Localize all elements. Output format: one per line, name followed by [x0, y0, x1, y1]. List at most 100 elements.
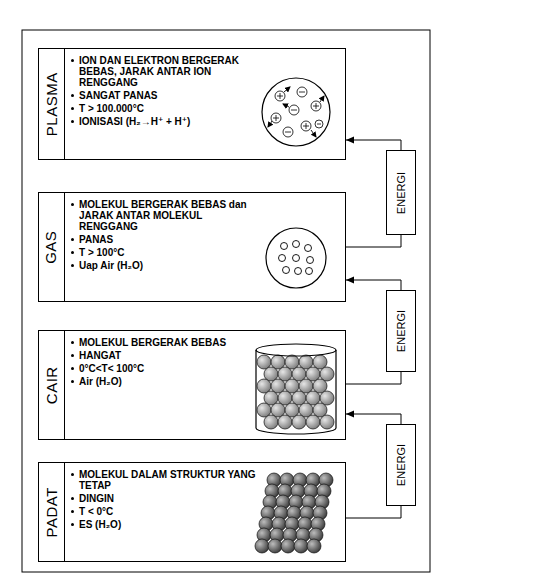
- plasma-illustration-part-part: [291, 110, 297, 111]
- plasma-illustration-part-part: [317, 124, 321, 125]
- bullet-dot: [71, 354, 74, 357]
- gas-illustration-part-part: [279, 255, 286, 262]
- liquid-illustration-part: [256, 350, 336, 434]
- gas-illustration-part-part: [305, 245, 312, 252]
- liquid-illustration-part: [257, 355, 271, 369]
- plasma-illustration-part-part: [268, 121, 272, 127]
- liquid-illustration-part: [264, 391, 278, 405]
- bullet-dot: [71, 120, 74, 123]
- liquid-illustration-part: [271, 379, 285, 393]
- property-text: MOLEKUL BERGERAK BEBAS dan JARAK ANTAR M…: [79, 199, 257, 232]
- plasma-illustration-part: [262, 78, 330, 146]
- liquid-illustration-part: [285, 355, 299, 369]
- property-text: Uap Air (H₂O): [79, 260, 257, 271]
- liquid-illustration-part: [313, 403, 327, 417]
- bullet-item: MOLEKUL BERGERAK BEBAS: [79, 337, 257, 348]
- liquid-illustration-part: [292, 367, 306, 381]
- arrow-head: [346, 277, 354, 284]
- property-text: T > 100°C: [79, 247, 257, 258]
- plasma-illustration-part-part: [283, 104, 289, 107]
- gas-illustration-part: [279, 241, 314, 275]
- bullet-dot: [71, 203, 74, 206]
- liquid-illustration-part: [256, 344, 336, 356]
- bullet-item: DINGIN: [79, 493, 257, 504]
- energy-box: ENERGI: [386, 424, 416, 506]
- plasma-illustration-part-part: [271, 113, 281, 123]
- state-box: PLASMA ION DAN ELEKTRON BERGERAK BEBAS, J…: [38, 48, 346, 160]
- property-text: ES (H₂O): [79, 519, 257, 530]
- property-text: DINGIN: [79, 493, 257, 504]
- liquid-illustration-part: [264, 367, 278, 381]
- property-list: ION DAN ELEKTRON BERGERAK BEBAS, JARAK A…: [79, 55, 257, 129]
- gas-illustration-part-part: [283, 267, 290, 274]
- plasma-illustration-part-part: [284, 87, 290, 92]
- bullet-item: ION DAN ELEKTRON BERGERAK BEBAS, JARAK A…: [79, 55, 257, 88]
- plasma-illustration-part: [268, 87, 324, 137]
- liquid-illustration-part: [313, 379, 327, 393]
- plasma-illustration-part-part: [277, 93, 283, 99]
- plasma-illustration-part-part: [299, 92, 305, 93]
- solid-illustration: [255, 473, 333, 553]
- liquid-illustration-part: [292, 391, 306, 405]
- state-box: GAS MOLEKUL BERGERAK BEBAS dan JARAK ANTA…: [38, 192, 346, 302]
- property-text: MOLEKUL DALAM STRUKTUR YANG TETAP: [79, 469, 257, 491]
- bullet-item: SANGAT PANAS: [79, 90, 257, 101]
- liquid-illustration-part: [271, 403, 285, 417]
- bullet-item: MOLEKUL BERGERAK BEBAS dan JARAK ANTAR M…: [79, 199, 257, 232]
- arrow-head: [346, 411, 354, 418]
- liquid-illustration-part: [278, 415, 292, 429]
- bullet-item: MOLEKUL DALAM STRUKTUR YANG TETAP: [79, 469, 257, 491]
- solid-illustration-part: [281, 539, 295, 553]
- plasma-illustration-part-part: [283, 127, 293, 137]
- property-text: ION DAN ELEKTRON BERGERAK BEBAS, JARAK A…: [79, 55, 257, 88]
- gas-illustration-part: [266, 228, 326, 288]
- plasma-illustration-part-part: [320, 96, 324, 102]
- property-text: PANAS: [79, 234, 257, 245]
- liquid-illustration-part: [306, 415, 320, 429]
- plasma-illustration-part-part: [313, 103, 319, 109]
- state-name: PLASMA: [43, 72, 60, 136]
- energy-connector: [346, 235, 401, 247]
- liquid-illustration-part: [285, 403, 299, 417]
- property-text: HANGAT: [79, 350, 257, 361]
- energy-label: ENERGI: [395, 310, 407, 352]
- bullet-item: 0°C<T< 100°C: [79, 363, 257, 374]
- outer-frame: [22, 30, 430, 572]
- liquid-illustration-part: [320, 415, 334, 429]
- bullet-dot: [71, 264, 74, 267]
- property-list: MOLEKUL BERGERAK BEBAS HANGAT 0°C<T< 100°C…: [79, 337, 257, 389]
- energy-connector: [346, 411, 401, 425]
- bullet-dot: [71, 497, 74, 500]
- gas-illustration-part-part: [293, 255, 300, 262]
- state-box: PADAT MOLEKUL DALAM STRUKTUR YANG TETAP DI…: [38, 462, 346, 562]
- state-name: PADAT: [43, 487, 60, 537]
- liquid-illustration-part: [271, 355, 285, 369]
- plasma-illustration-part-part: [301, 121, 311, 131]
- connector-line: [346, 414, 401, 424]
- bullet-dot: [71, 341, 74, 344]
- liquid-illustration-part: [292, 415, 306, 429]
- state-name: GAS: [43, 230, 60, 263]
- energy-connector: [346, 506, 401, 518]
- connector-line: [346, 140, 401, 150]
- liquid-illustration-part: [299, 355, 313, 369]
- liquid-illustration-part: [313, 355, 327, 369]
- liquid-illustration-part: [278, 391, 292, 405]
- energy-connector: [346, 277, 401, 291]
- energy-connector: [346, 372, 401, 384]
- bullet-dot: [71, 59, 74, 62]
- plasma-illustration-part-part: [297, 87, 307, 97]
- bullet-dot: [71, 251, 74, 254]
- liquid-illustration-part: [299, 403, 313, 417]
- bullet-dot: [71, 238, 74, 241]
- gas-illustration-part-part: [307, 257, 314, 264]
- liquid-illustration-part: [320, 367, 334, 381]
- property-text: 0°C<T< 100°C: [79, 363, 257, 374]
- liquid-illustration-part: [264, 415, 278, 429]
- plasma-illustration-part-part: [315, 120, 323, 128]
- liquid-illustration-part: [306, 367, 320, 381]
- bullet-dot: [71, 473, 74, 476]
- gas-illustration-part-part: [281, 243, 288, 250]
- solid-illustration-part: [307, 539, 321, 553]
- plasma-illustration-part-part: [285, 132, 291, 133]
